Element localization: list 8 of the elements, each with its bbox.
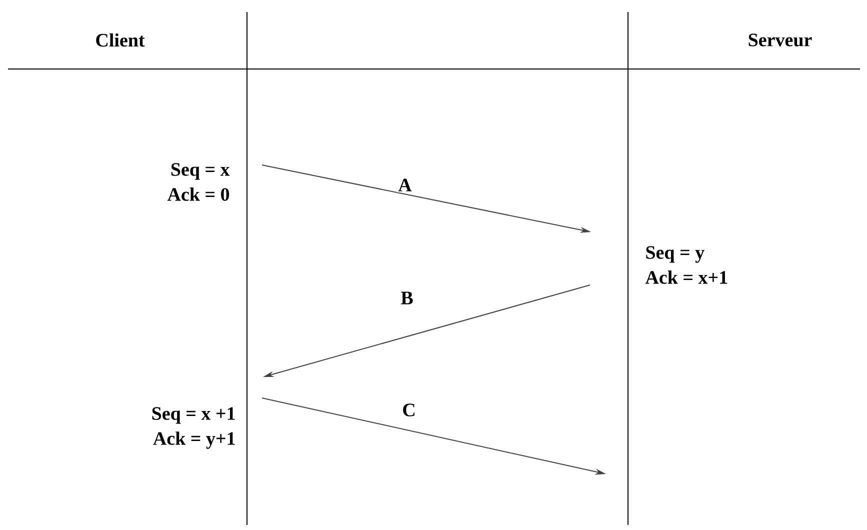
edge-label: A — [397, 178, 413, 192]
column-header: Client — [96, 33, 145, 47]
sequence-text: Seq = y Ack = x+1 — [645, 246, 728, 284]
sequence-text: Seq = x Ack = 0 — [167, 163, 230, 201]
edge-label: C — [401, 402, 417, 418]
column-header: Serveur — [748, 34, 812, 46]
sequence-text: Seq = x +1 Ack = y+1 — [152, 407, 235, 449]
edge-label: B — [400, 290, 414, 306]
